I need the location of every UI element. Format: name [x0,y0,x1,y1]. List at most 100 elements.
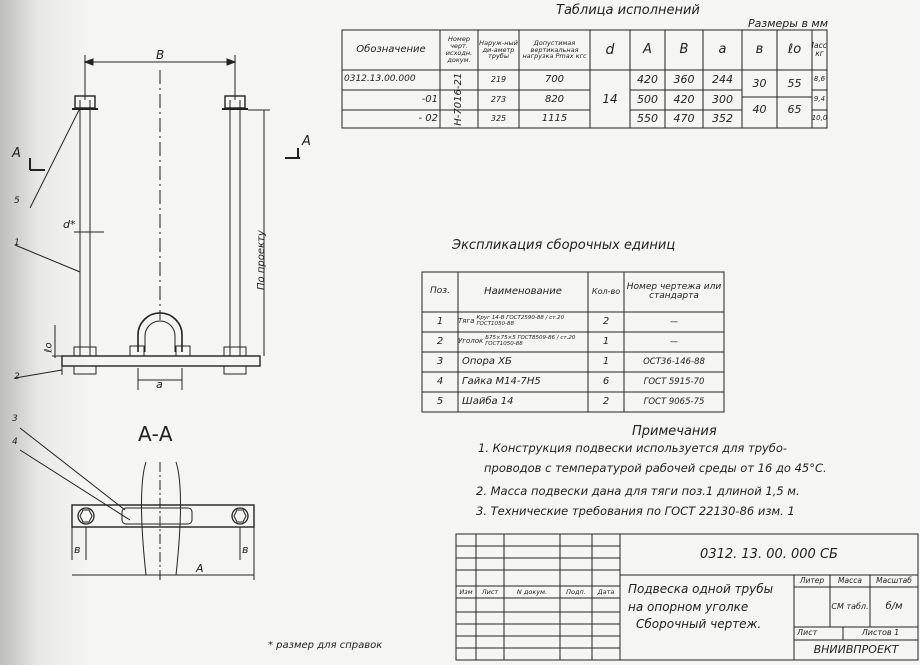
spec-row4-name: Гайка М14-7Н5 [462,375,541,387]
row2-A: 500 [637,93,658,107]
section-mark-right: А [302,134,311,149]
row2-a: 300 [712,93,733,107]
spec-row1-pos: 1 [436,315,444,327]
spec-row5-pos: 5 [436,395,444,407]
spec-row1-name: Тяга Круг 14-В ГОСТ2590-88 / ст.20 ГОСТ1… [458,312,588,332]
row1-a: 244 [712,73,733,87]
exec-table-units: Размеры в мм [748,17,829,30]
row3-designation: - 02 [418,112,438,124]
tb-mass: Масса [838,576,862,586]
spec-hdr-qty: Кол-во [591,286,621,296]
hdr-designation: Обозначение [356,43,426,55]
spec-row3-name: Опора ХБ [462,355,512,367]
tie-rod-left [79,100,91,356]
tb-sheets: Листов 1 [861,628,900,638]
spec-row1-qty: 2 [602,315,610,327]
spec-row4-pos: 4 [436,375,444,387]
spec-row3-doc: ОСТ36-146-88 [643,356,705,367]
row2-load: 820 [544,93,565,105]
spec-row2-name-a: Уголок [458,337,484,346]
dim-label-lo: ℓo [43,342,55,353]
b-value-1: 30 [752,76,767,90]
hdr-doc: Номер черт. исходн. докум. [445,35,473,64]
dim-label-A: А [196,562,204,575]
footnote: * размер для справок [268,640,383,651]
row3-mass: 10,0 [812,114,827,123]
dim-label-b-left: в [74,543,81,556]
tb-mass-value: СМ табл. [831,601,869,611]
spec-row2-pos: 2 [436,335,444,347]
note-line-3: 2. Масса подвески дана для тяги поз.1 дл… [476,484,800,498]
tb-sheet: Лист [797,628,818,638]
spec-row3-qty: 1 [602,355,610,367]
spec-table-grid [421,271,725,413]
spec-table-title: Экспликация сборочных единиц [452,238,676,253]
dim-label-b-right: в [242,543,249,556]
hdr-mass: Масса кг [812,41,827,58]
lo-value-1: 55 [787,76,802,90]
pos-label-3: 3 [12,414,18,424]
section-title: А-А [138,422,173,446]
tb-litera: Литер [799,576,825,586]
pos-label-2: 2 [14,372,20,382]
spec-row5-qty: 2 [602,395,610,407]
hdr-a: а [718,42,727,58]
section-a-a [19,427,255,580]
row2-mass: 9,4 [813,95,826,104]
title-name-1: Подвеска одной трубы [628,582,774,596]
note-line-2: проводов с температурой рабочей среды от… [484,461,827,475]
row3-pipe: 325 [490,113,507,123]
d-value: 14 [602,91,618,106]
u-bolt [137,312,183,352]
support-angle [61,355,261,367]
title-doc-code: 0312. 13. 00. 000 СБ [700,546,838,562]
b-value-2: 40 [752,102,767,116]
pos-label-4: 4 [12,437,18,447]
row1-B: 360 [673,73,695,87]
dim-label-d: d* [63,218,76,231]
hdr-lo: ℓо [787,42,802,58]
spec-row2-name-b: Б75×75×5 ГОСТ8509-86 / ст.20 ГОСТ1050-88 [485,335,576,347]
hdr-pipe-dia: Наруж-ный ди-аметр трубы [479,38,518,61]
spec-hdr-doc: Номер чертежа или стандарта [626,281,722,301]
notes-title: Примечания [632,424,717,439]
spec-row4-doc: ГОСТ 5915-70 [643,376,705,387]
row3-load: 1115 [541,112,568,124]
row2-B: 420 [673,93,695,107]
spec-row1-doc: — [670,316,678,326]
dim-label-B: B [156,48,165,62]
row3-a: 352 [712,112,733,126]
tb-col-dokum: N докум. [516,587,548,596]
hdr-load: Допустимая вертикальная нагрузка Рmax кг… [522,38,587,61]
spec-row2-qty: 1 [602,335,610,347]
title-name-3: Сборочный чертеж. [636,617,762,631]
tb-scale-value: б/м [885,600,903,612]
tb-col-izm: Изм [459,587,473,596]
spec-hdr-pos: Поз. [430,286,450,297]
hdr-b: в [755,42,764,58]
dim-label-a: a [156,378,163,391]
tb-org: ВНИИВПРОЕКТ [813,643,899,657]
tie-rod-right [229,100,241,356]
tb-col-list: Лист [481,587,499,596]
note-line-1: 1. Конструкция подвески используется для… [478,441,788,455]
title-name-2: на опорном уголке [628,600,749,614]
spec-hdr-name: Наименование [484,285,562,297]
tb-scale: Масштаб [876,576,912,586]
spec-row5-name: Шайба 14 [462,395,514,407]
spec-row1-name-b: Круг 14-В ГОСТ2590-88 / ст.20 ГОСТ1050-8… [476,315,565,327]
exec-table-title: Таблица исполнений [556,3,700,18]
hdr-d: d [605,41,615,58]
spec-row3-pos: 3 [436,355,444,367]
row3-B: 470 [673,112,695,126]
row1-load: 700 [544,73,565,85]
hdr-B: В [679,42,689,58]
spec-row5-doc: ГОСТ 9065-75 [643,396,705,407]
tb-col-data: Дата [597,587,615,596]
row3-A: 550 [637,112,658,126]
note-line-4: 3. Технические требования по ГОСТ 22130-… [476,504,795,518]
pos-label-1: 1 [14,238,20,248]
row1-mass: 8,6 [813,75,826,84]
